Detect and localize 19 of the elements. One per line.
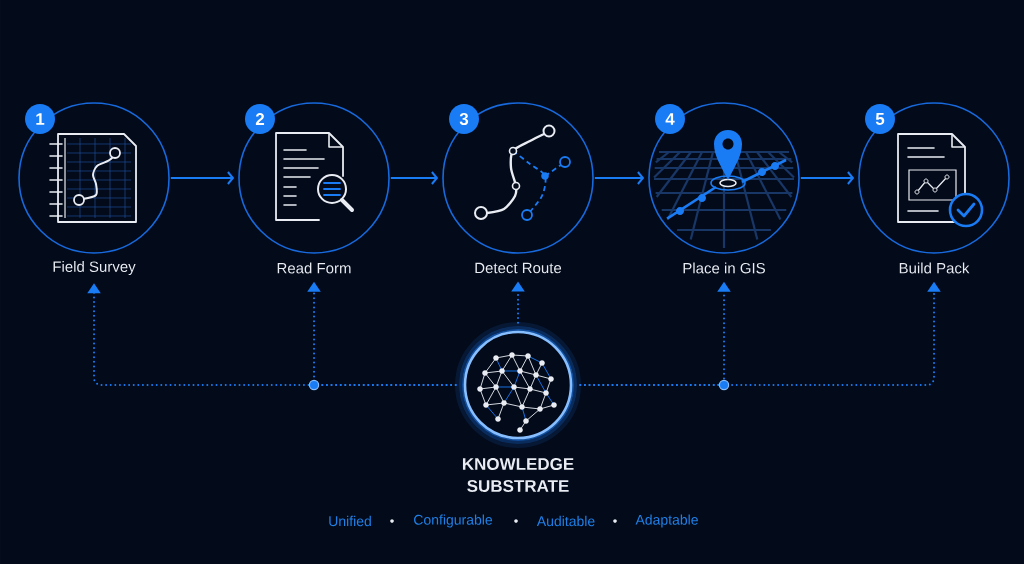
feature-label: Unified — [329, 515, 371, 527]
arrow — [593, 171, 645, 185]
arrow — [799, 171, 855, 185]
step-label: Build Pack — [899, 262, 970, 274]
arrow — [389, 171, 439, 185]
step-label: Read Form — [277, 262, 351, 274]
arrow — [169, 171, 235, 185]
feature-label: Configurable — [414, 514, 493, 528]
number-badge: 4 — [655, 104, 685, 134]
node-label: KNOWLEDGE SUBSTRATE — [462, 457, 574, 492]
number-badge: 5 — [865, 104, 895, 134]
feature-label: Adaptable — [635, 514, 698, 528]
step-label: Place in GIS — [683, 262, 765, 274]
feature-label: Auditable — [536, 515, 595, 527]
number-badge: 3 — [449, 104, 479, 134]
number-badge: 2 — [245, 104, 275, 134]
step-label: Detect Route — [475, 262, 562, 274]
step-label: Field Survey — [53, 261, 136, 275]
number-badge: 1 — [25, 104, 55, 134]
